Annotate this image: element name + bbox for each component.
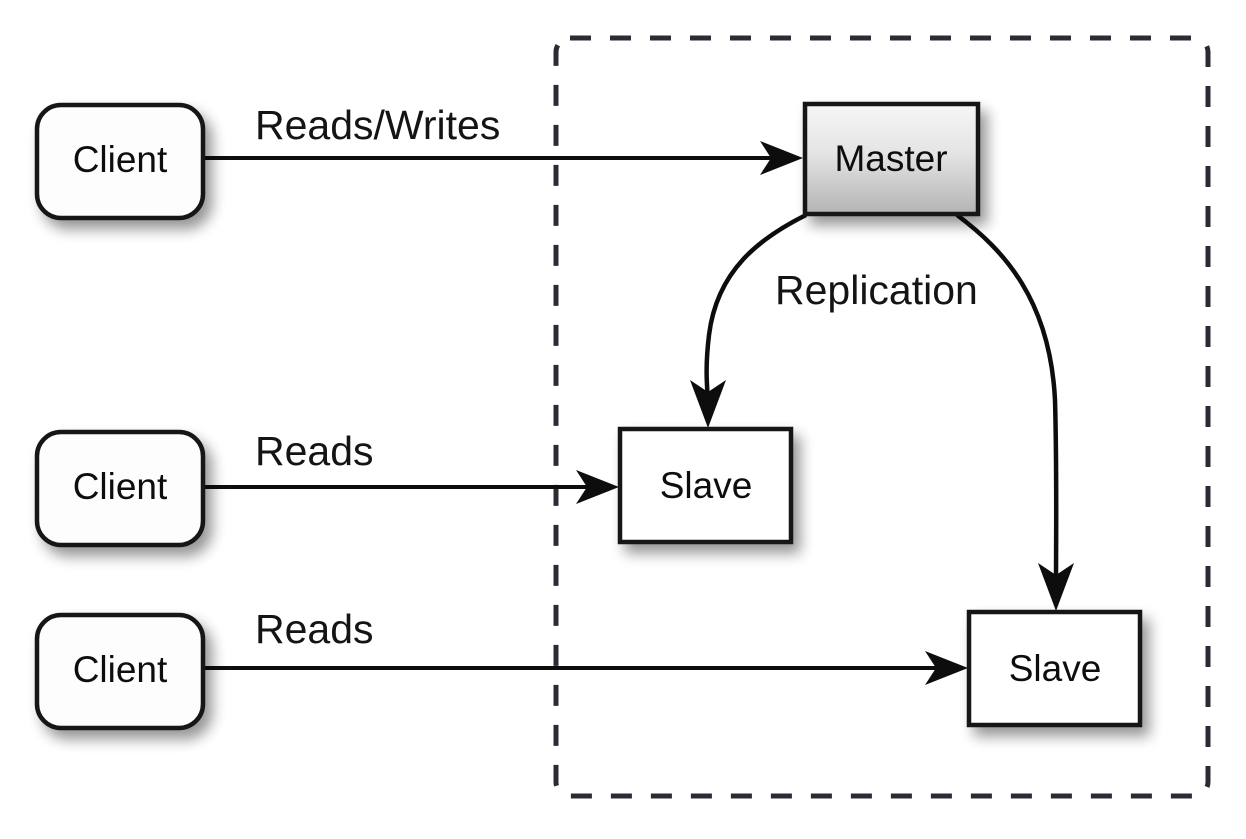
database-cluster-boundary xyxy=(553,35,1211,799)
edge-master-slave2 xyxy=(955,213,1074,611)
master-box[interactable] xyxy=(802,101,981,217)
client-2-box[interactable] xyxy=(34,429,206,548)
edge-label-reads-2: Reads xyxy=(255,606,374,652)
edge-master-slave1 xyxy=(690,212,808,428)
node-slave-2[interactable]: Slave xyxy=(966,609,1143,728)
master-label: Master xyxy=(834,138,947,179)
client-3-label: Client xyxy=(73,649,168,690)
edge-client2-slave1 xyxy=(202,470,619,504)
client-2-label: Client xyxy=(73,466,168,507)
node-master[interactable]: Master xyxy=(802,101,981,217)
node-client-2[interactable]: Client xyxy=(34,429,206,548)
arrow-head-icon xyxy=(925,651,968,685)
arrow-head-icon xyxy=(690,380,726,428)
node-client-1[interactable]: Client xyxy=(34,102,206,221)
client-3-box[interactable] xyxy=(34,612,206,731)
edge-label-reads-writes: Reads/Writes xyxy=(255,102,500,148)
client-1-label: Client xyxy=(73,139,168,180)
slave-2-label: Slave xyxy=(1009,648,1102,689)
client-1-box[interactable] xyxy=(34,102,206,221)
node-slave-1[interactable]: Slave xyxy=(617,426,794,545)
node-client-3[interactable]: Client xyxy=(34,612,206,731)
edge-curve-master-slave1 xyxy=(704,212,808,403)
edge-client3-slave2 xyxy=(202,651,968,685)
edge-client1-master xyxy=(202,141,803,175)
edge-label-replication: Replication xyxy=(775,267,978,313)
arrow-head-icon xyxy=(760,141,803,175)
edge-label-reads-1: Reads xyxy=(255,428,374,474)
slave-1-label: Slave xyxy=(660,465,753,506)
arrow-head-icon xyxy=(576,470,619,504)
slave-2-box[interactable] xyxy=(966,609,1143,728)
arrow-head-icon xyxy=(1038,563,1074,611)
edge-curve-master-slave2 xyxy=(955,213,1059,586)
slave-1-box[interactable] xyxy=(617,426,794,545)
